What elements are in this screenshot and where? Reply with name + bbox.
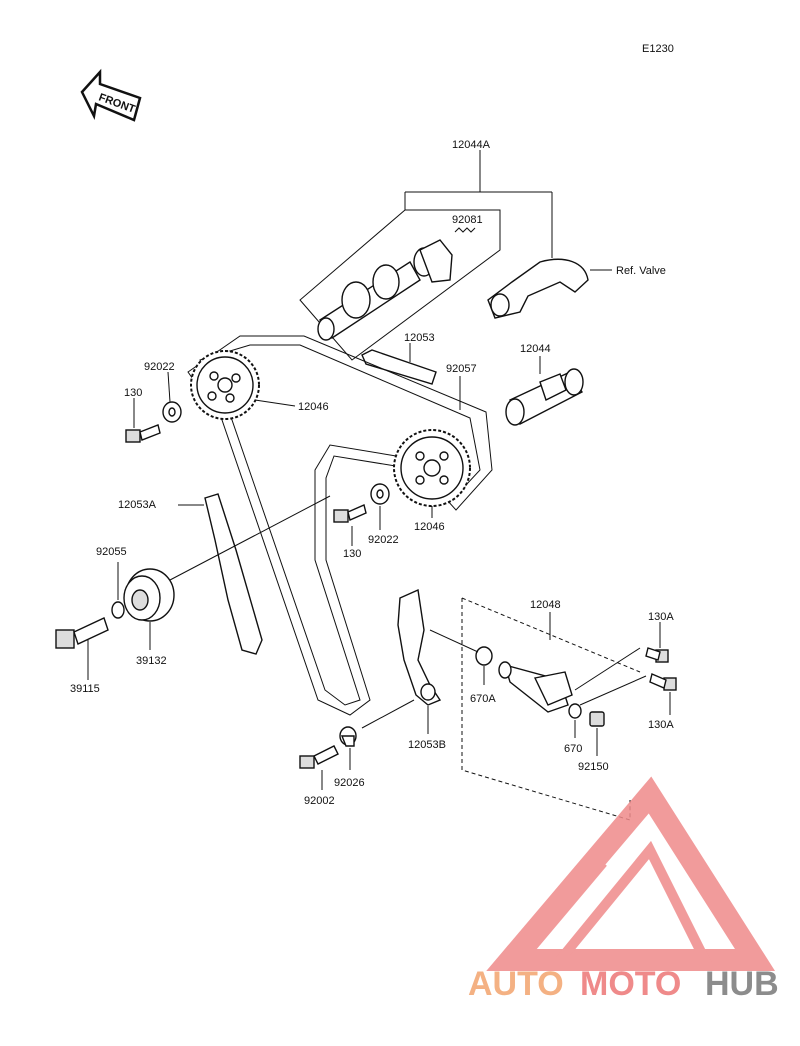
- label-130-top: 130: [124, 387, 142, 399]
- label-12044A: 12044A: [452, 139, 491, 151]
- label-12053: 12053: [404, 332, 435, 344]
- chain-guide-12053B: [361, 588, 442, 734]
- watermark-text: AUTO MOTO HUB: [468, 965, 779, 1003]
- label-670: 670: [564, 743, 582, 755]
- label-670A: 670A: [470, 693, 496, 705]
- label-12053B: 12053B: [408, 739, 446, 751]
- label-12053A: 12053A: [118, 499, 157, 511]
- bolt-92002: [299, 745, 339, 790]
- bolt-130-mid: [333, 504, 367, 546]
- label-92150: 92150: [578, 761, 609, 773]
- tensioner-12048: [498, 661, 573, 713]
- label-39115: 39115: [70, 683, 100, 695]
- bolt-130A-top: [574, 622, 669, 691]
- bolt-130A-bottom: [579, 673, 677, 715]
- bolt-130-top: [125, 398, 161, 443]
- washer-92022-top: [162, 371, 182, 423]
- label-92055: 92055: [96, 546, 127, 558]
- oring-92055: [111, 562, 125, 619]
- label-130-mid: 130: [343, 548, 361, 560]
- rocker-arm: [487, 258, 612, 319]
- label-92057: 92057: [446, 363, 477, 375]
- label-92081: 92081: [452, 214, 483, 226]
- camshaft-12044A: [317, 239, 453, 341]
- label-92022-top: 92022: [144, 361, 175, 373]
- label-ref-valve: Ref. Valve: [616, 265, 666, 277]
- label-92022-mid: 92022: [368, 534, 399, 546]
- watermark-moto: MOTO: [580, 965, 681, 1003]
- label-39132: 39132: [136, 655, 167, 667]
- camshaft-assembly-bracket: [299, 150, 553, 361]
- collar-92026: [339, 726, 357, 770]
- label-92002: 92002: [304, 795, 335, 807]
- watermark-auto: AUTO: [468, 965, 564, 1003]
- oring-670A: [429, 629, 493, 685]
- bolt-39115: [55, 617, 109, 680]
- label-12048: 12048: [530, 599, 561, 611]
- label-12046-top: 12046: [298, 401, 329, 413]
- label-130A-bottom: 130A: [648, 719, 674, 731]
- sprocket-12046-mid: [393, 429, 471, 518]
- cap-92150: [589, 711, 605, 756]
- chain-guide-12053A: [178, 493, 263, 655]
- watermark-hub: HUB: [705, 965, 779, 1003]
- cam-chain-92057: [187, 335, 493, 716]
- watermark-logo: [486, 776, 776, 971]
- label-92026: 92026: [334, 777, 365, 789]
- sprocket-39132: [123, 495, 331, 650]
- washer-92022-mid: [370, 483, 390, 530]
- diagram-code: E1230: [642, 43, 674, 55]
- oring-670: [568, 703, 582, 738]
- label-12046-mid: 12046: [414, 521, 445, 533]
- spring-92081: [454, 227, 476, 233]
- camshaft-12044: [505, 356, 584, 426]
- front-arrow-icon: FRONT: [80, 68, 142, 122]
- sprocket-12046-top: [190, 350, 296, 420]
- label-12044: 12044: [520, 343, 551, 355]
- chain-guide-12053: [361, 343, 437, 385]
- label-130A-top: 130A: [648, 611, 674, 623]
